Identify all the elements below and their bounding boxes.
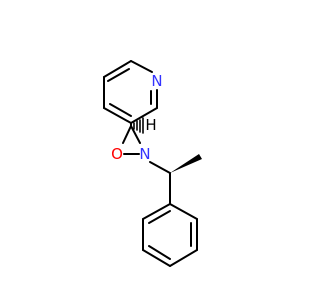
stereo-hash-bond (133, 117, 144, 134)
stereo-hydrogen-label: H (145, 116, 156, 134)
pyridine-nitrogen-label: N (151, 72, 162, 90)
phenyl-ring (142, 203, 198, 267)
bond-c5-c6 (103, 107, 132, 124)
bond-ph4-ph5-inner (148, 245, 171, 260)
bond-ph6-ph1-inner (148, 210, 171, 224)
bond-c5-c6-inner (109, 103, 132, 117)
oxaziridine-ring (122, 125, 141, 155)
bond-ph3-ph4 (169, 249, 198, 267)
bond-ph6-ph1 (142, 203, 171, 220)
oxaziridine-oxygen-label: O (111, 145, 123, 163)
bond-ph1-ph2 (169, 203, 198, 220)
stereo-wedge-bond (170, 154, 202, 173)
bond-n1-c2b (130, 60, 153, 73)
bond-c3-c4-inner (107, 68, 130, 82)
oxaziridine-nitrogen-label: N (139, 145, 150, 163)
bond-c-n (130, 125, 141, 144)
bond-c3-c4 (103, 60, 132, 78)
molecule-structure-diagram: N O N H (103, 60, 202, 267)
bond-c-o (122, 125, 132, 144)
pyridine-ring (103, 60, 158, 124)
bond-n-chiral-carbon (149, 161, 171, 174)
bond-ph4-ph5 (142, 249, 171, 267)
bond-c6-c2 (130, 107, 158, 124)
